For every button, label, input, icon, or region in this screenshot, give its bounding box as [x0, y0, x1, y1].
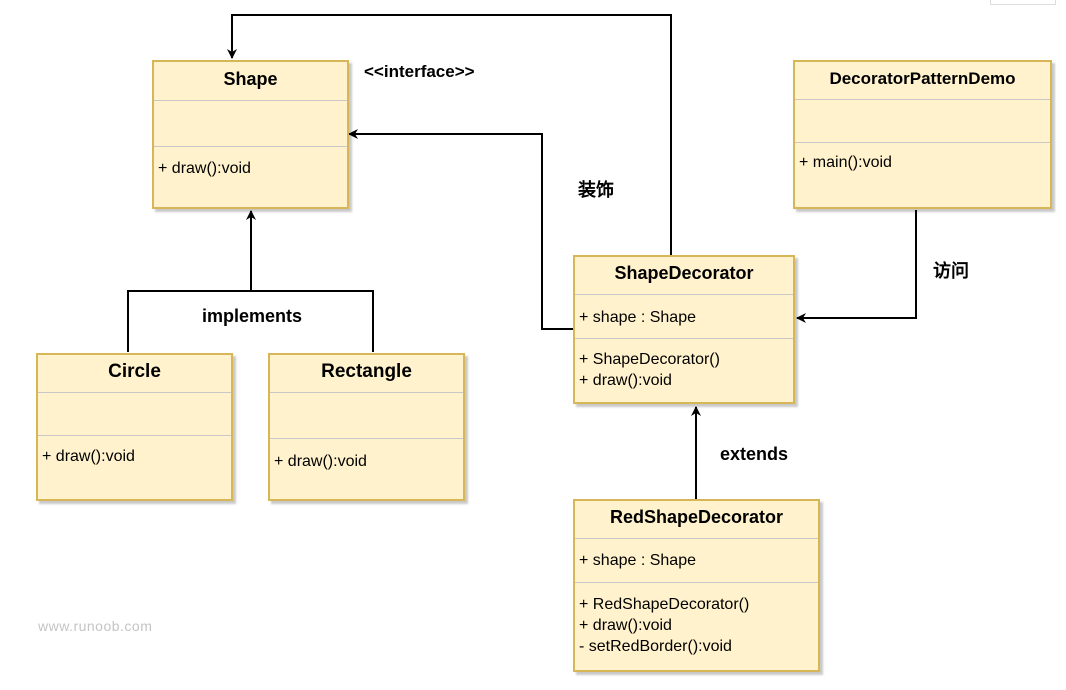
method: - setRedBorder():void	[579, 638, 732, 655]
class-name: RedShapeDecorator	[609, 507, 784, 527]
class-rectangle: Rectangle + draw():void	[268, 353, 465, 501]
decorate-edge	[348, 129, 573, 330]
implements-label: implements	[202, 306, 303, 326]
method: + draw():void	[274, 453, 367, 470]
divider	[154, 146, 347, 147]
methods: + RedShapeDecorator() + draw():void - se…	[579, 594, 816, 657]
divider	[575, 582, 818, 583]
divider	[795, 142, 1050, 143]
class-red-shape-decorator: RedShapeDecorator + shape : Shape + RedS…	[573, 499, 820, 672]
class-name: ShapeDecorator	[614, 263, 754, 283]
divider	[270, 438, 463, 439]
access-edge	[796, 210, 917, 323]
access-label: 访问	[933, 261, 969, 281]
class-name: Rectangle	[321, 361, 412, 382]
method: + RedShapeDecorator()	[579, 596, 750, 613]
methods: + draw():void	[158, 158, 345, 179]
fields: + shape : Shape	[579, 550, 816, 571]
extends-label: extends	[720, 444, 789, 464]
class-name: Circle	[108, 361, 161, 382]
method: + main():void	[799, 154, 892, 171]
divider	[575, 338, 793, 339]
divider	[795, 99, 1050, 100]
class-name: DecoratorPatternDemo	[829, 69, 1016, 88]
class-decorator-pattern-demo: DecoratorPatternDemo + main():void	[793, 60, 1052, 209]
methods: + draw():void	[42, 446, 229, 467]
top-association-edge	[227, 14, 672, 255]
field: + shape : Shape	[579, 309, 696, 326]
method: + draw():void	[42, 448, 135, 465]
divider	[38, 392, 231, 393]
divider	[575, 538, 818, 539]
divider	[575, 294, 793, 295]
method: + draw():void	[158, 160, 251, 177]
method: + draw():void	[579, 617, 672, 634]
class-name: Shape	[223, 69, 278, 89]
methods: + ShapeDecorator() + draw():void	[579, 349, 791, 391]
field: + shape : Shape	[579, 552, 696, 569]
interface-stereotype-label: <<interface>>	[364, 62, 475, 81]
class-circle: Circle + draw():void	[36, 353, 233, 501]
class-shape-decorator: ShapeDecorator + shape : Shape + ShapeDe…	[573, 255, 795, 404]
decorate-label: 装饰	[578, 180, 614, 200]
divider	[38, 435, 231, 436]
methods: + draw():void	[274, 451, 461, 472]
divider	[154, 100, 347, 101]
corner-frame	[990, 0, 1056, 5]
watermark: www.runoob.com	[38, 618, 153, 634]
method: + draw():void	[579, 372, 672, 389]
divider	[270, 392, 463, 393]
fields: + shape : Shape	[579, 307, 791, 328]
method: + ShapeDecorator()	[579, 351, 720, 368]
methods: + main():void	[799, 152, 1048, 173]
class-shape: Shape + draw():void	[152, 60, 349, 209]
